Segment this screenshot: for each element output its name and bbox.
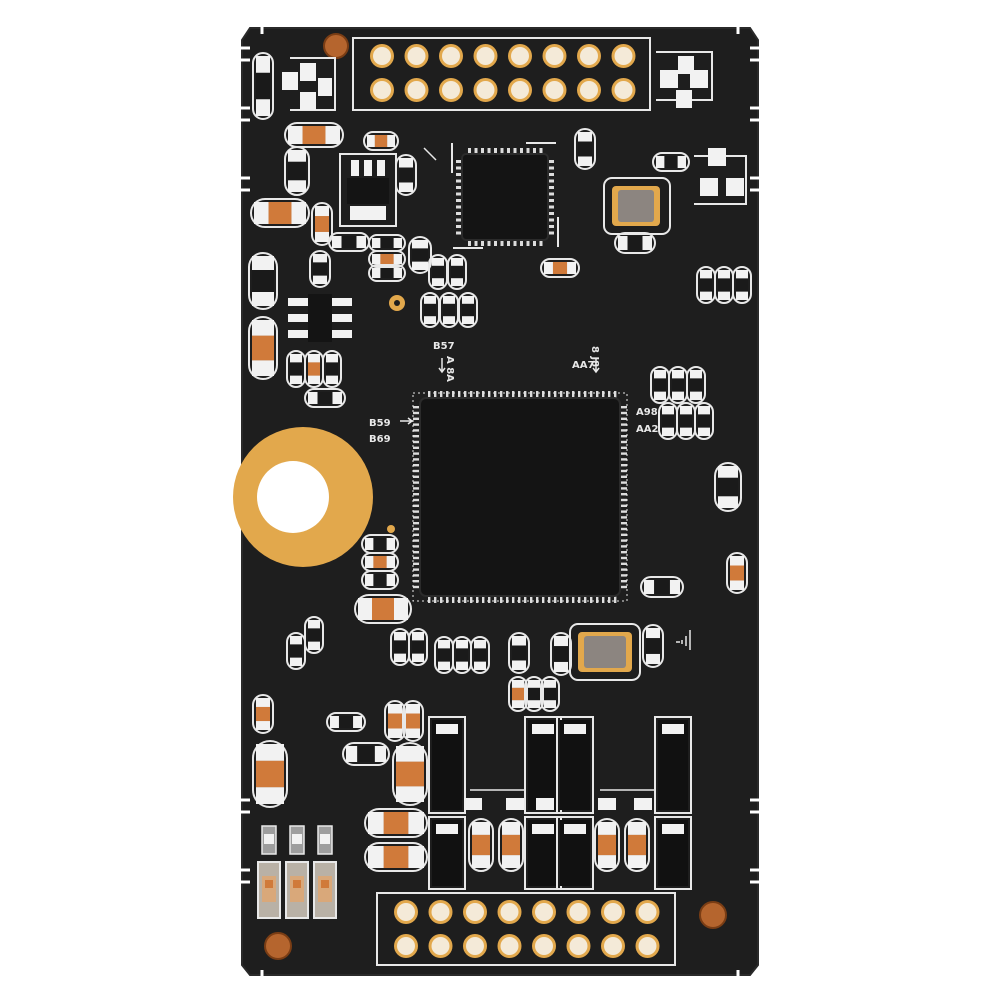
transistor-top-left bbox=[282, 57, 336, 111]
crystal-bottom bbox=[569, 623, 641, 681]
top-pin-header bbox=[352, 37, 651, 111]
label-main-right-b: AA2 bbox=[636, 424, 658, 435]
crystal-top bbox=[603, 177, 671, 235]
main-soc-chip bbox=[412, 391, 628, 603]
label-main-top-left-a: A 8A bbox=[444, 356, 455, 382]
edge-notches bbox=[240, 26, 760, 978]
top-header-pads bbox=[370, 44, 636, 102]
regulator-top bbox=[339, 153, 397, 227]
label-main-left-b: B69 bbox=[369, 434, 391, 445]
copper-vias bbox=[264, 33, 727, 960]
qfn-ic bbox=[423, 142, 559, 249]
bottom-header-pads bbox=[394, 900, 660, 958]
passive-components bbox=[248, 52, 752, 872]
mosfet-array bbox=[428, 716, 692, 890]
ground-symbol bbox=[676, 630, 691, 650]
regulator-mid bbox=[288, 294, 352, 342]
soc-pins bbox=[413, 391, 627, 603]
label-main-top-left-b: B57 bbox=[433, 341, 455, 352]
label-main-top-right-a: 8 J8 bbox=[589, 346, 600, 367]
transistor-top-right bbox=[656, 51, 713, 108]
label-main-left-a: B59 bbox=[369, 418, 391, 429]
test-pads bbox=[387, 295, 405, 533]
transistor-right bbox=[694, 148, 747, 205]
label-main-right-a: A98 bbox=[636, 407, 658, 418]
status-leds bbox=[257, 825, 337, 919]
mounting-hole bbox=[233, 427, 373, 567]
bottom-pin-header bbox=[376, 892, 676, 966]
label-main-top-right-b: AA7 bbox=[572, 360, 594, 371]
qfn-pins bbox=[456, 148, 554, 246]
soc-silk-labels: A 8A B57 8 J8 AA7 B59 B69 A98 AA2 bbox=[369, 341, 658, 445]
